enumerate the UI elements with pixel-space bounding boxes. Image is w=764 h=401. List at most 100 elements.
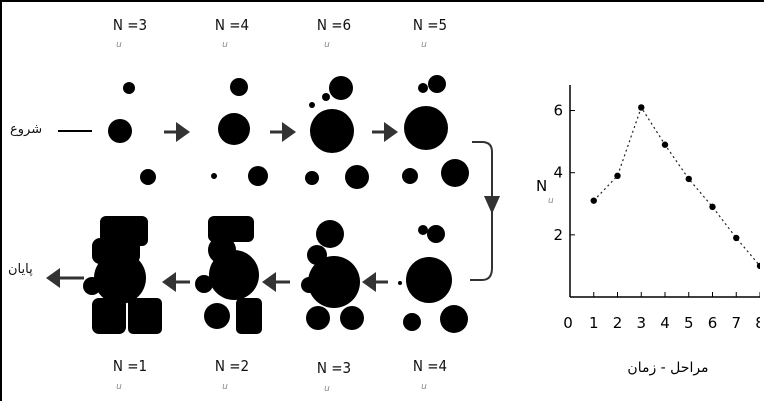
particle bbox=[128, 298, 162, 334]
particle bbox=[236, 298, 262, 334]
particle bbox=[441, 159, 469, 187]
particle bbox=[92, 298, 126, 334]
particle bbox=[322, 93, 330, 101]
top-count-label-4: N =5 bbox=[412, 16, 448, 34]
stage-bottom-3 bbox=[301, 220, 364, 330]
particle bbox=[301, 277, 317, 293]
particle bbox=[218, 113, 250, 145]
turn-connector bbox=[470, 141, 493, 281]
x-tick-label: 2 bbox=[613, 314, 623, 332]
bottom-count-sub-3: u bbox=[324, 384, 330, 394]
particle bbox=[209, 250, 259, 300]
x-tick-label: 5 bbox=[684, 314, 694, 332]
stage-top-3 bbox=[305, 76, 369, 189]
particle bbox=[403, 313, 421, 331]
stage-top-2 bbox=[211, 78, 268, 186]
particle bbox=[406, 257, 452, 303]
arrow-top-2 bbox=[270, 122, 296, 142]
particle bbox=[427, 225, 445, 243]
top-count-sub-2: u bbox=[222, 40, 228, 50]
data-point bbox=[685, 175, 692, 183]
bottom-count-sub-4: u bbox=[421, 382, 427, 392]
x-tick-label: 6 bbox=[708, 314, 718, 332]
bottom-count-label-1: N =1 bbox=[112, 357, 148, 375]
data-point bbox=[614, 172, 621, 179]
bottom-count-label-4: N =4 bbox=[412, 357, 448, 375]
y-tick-label: 2 bbox=[553, 226, 563, 244]
stage-bottom-4 bbox=[398, 225, 468, 333]
particle bbox=[306, 306, 330, 330]
particle bbox=[195, 275, 213, 293]
particle bbox=[418, 83, 428, 93]
particle bbox=[398, 281, 402, 285]
stage-bottom-1 bbox=[83, 216, 162, 334]
top-count-label-2: N =4 bbox=[214, 16, 250, 34]
bottom-count-label-2: N =2 bbox=[214, 357, 250, 375]
bottom-count-label-3: N =3 bbox=[316, 359, 352, 377]
particle bbox=[310, 109, 354, 153]
particle bbox=[308, 256, 360, 308]
particle bbox=[83, 277, 101, 295]
particle bbox=[418, 225, 428, 235]
particle bbox=[404, 106, 448, 150]
end-label: پایان bbox=[8, 262, 33, 277]
start-label: شروع bbox=[10, 122, 43, 137]
stage-top-1 bbox=[108, 82, 156, 185]
particle bbox=[305, 171, 319, 185]
particle bbox=[123, 82, 135, 94]
particle bbox=[440, 305, 468, 333]
arrow-bottom-3 bbox=[162, 272, 190, 292]
particle bbox=[248, 166, 268, 186]
y-tick-label: 4 bbox=[553, 164, 563, 182]
arrow-end bbox=[46, 268, 84, 288]
x-tick-label: 7 bbox=[731, 314, 741, 332]
x-tick-label: 1 bbox=[589, 314, 599, 332]
arrow-top-1 bbox=[164, 122, 190, 142]
data-point bbox=[661, 141, 669, 148]
x-tick-label: 3 bbox=[636, 314, 646, 332]
particle bbox=[329, 76, 353, 100]
stage-bottom-2 bbox=[195, 216, 262, 334]
data-point bbox=[756, 262, 760, 270]
data-point bbox=[709, 203, 716, 211]
bottom-count-sub-2: u bbox=[222, 382, 228, 392]
top-count-sub-1: u bbox=[116, 40, 122, 50]
particle bbox=[340, 306, 364, 330]
data-point bbox=[733, 234, 740, 242]
top-count-label-3: N =6 bbox=[316, 16, 352, 34]
particle bbox=[316, 220, 344, 248]
y-axis-label: N bbox=[536, 177, 547, 195]
particle bbox=[108, 119, 132, 143]
particle bbox=[428, 75, 446, 93]
particle bbox=[402, 168, 418, 184]
arrow-bottom-1 bbox=[362, 272, 388, 292]
particle bbox=[345, 165, 369, 189]
bottom-count-sub-1: u bbox=[116, 382, 122, 392]
x-tick-label: 8 bbox=[755, 314, 760, 332]
top-count-label-1: N =3 bbox=[112, 16, 148, 34]
count-chart: 012345678 246 N u مراحل - زمان bbox=[536, 85, 760, 376]
particle bbox=[94, 252, 146, 304]
cell-process-diagram bbox=[46, 75, 500, 334]
particle bbox=[211, 173, 217, 179]
x-axis-label: مراحل - زمان bbox=[627, 360, 708, 376]
arrow-top-3 bbox=[372, 122, 398, 142]
particle bbox=[230, 78, 248, 96]
top-count-sub-3: u bbox=[324, 40, 330, 50]
x-tick-label: 0 bbox=[563, 314, 573, 332]
y-tick-label: 6 bbox=[553, 102, 563, 120]
top-count-sub-4: u bbox=[421, 40, 427, 50]
arrow-bottom-2 bbox=[262, 272, 290, 292]
x-tick-label: 4 bbox=[660, 314, 670, 332]
data-point bbox=[638, 104, 645, 111]
stage-top-4 bbox=[402, 75, 469, 187]
particle bbox=[204, 303, 230, 329]
particle bbox=[309, 102, 315, 108]
turn-arrow-down bbox=[484, 196, 500, 214]
data-point bbox=[590, 197, 597, 204]
series-line bbox=[593, 106, 760, 267]
particle bbox=[208, 216, 254, 242]
particle bbox=[140, 169, 156, 185]
y-axis-label-sub: u bbox=[548, 196, 554, 206]
